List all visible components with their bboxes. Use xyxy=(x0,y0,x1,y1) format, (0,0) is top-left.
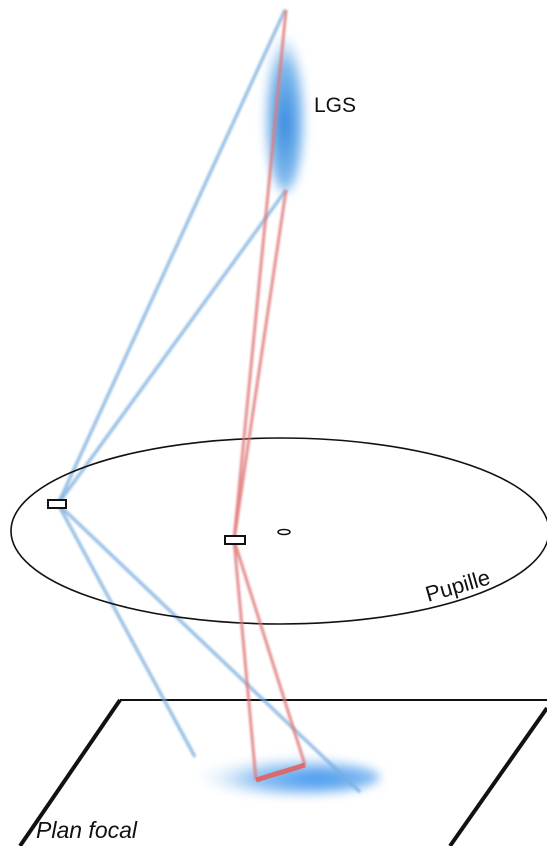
lgs-spot xyxy=(265,37,305,193)
pupil-ellipse xyxy=(10,437,547,625)
blue-rays xyxy=(56,9,362,794)
focal-plane xyxy=(18,698,547,846)
focal-spot xyxy=(200,759,380,795)
red-focal-segment xyxy=(255,762,306,783)
subaperture-edge-marker xyxy=(47,499,67,509)
lgs-label: LGS xyxy=(314,94,356,117)
subaperture-center-marker xyxy=(224,535,246,545)
pupil-center-mark xyxy=(277,528,291,536)
plan-focal-label: Plan focal xyxy=(36,817,138,843)
red-rays xyxy=(232,9,307,781)
